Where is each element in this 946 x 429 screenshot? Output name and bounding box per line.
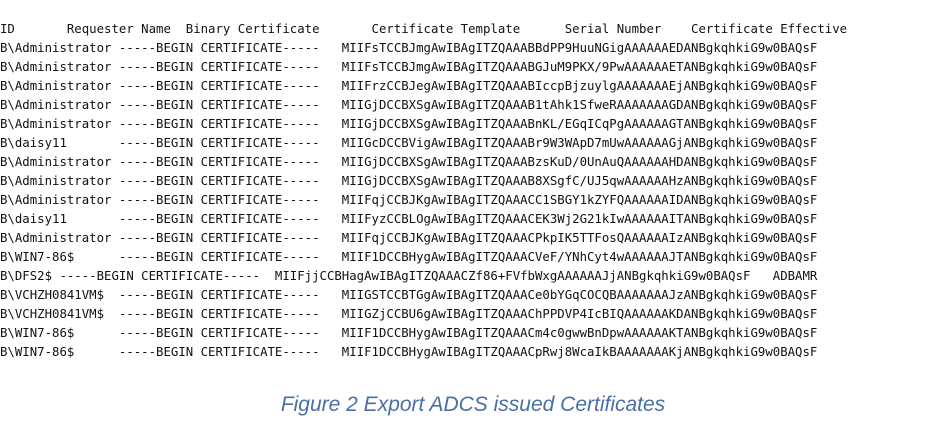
console-row: B\Administrator -----BEGIN CERTIFICATE--… (0, 97, 818, 112)
console-row: B\Administrator -----BEGIN CERTIFICATE--… (0, 154, 818, 169)
console-row: B\VCHZH0841VM$ -----BEGIN CERTIFICATE---… (0, 306, 818, 321)
console-row: B\DFS2$ -----BEGIN CERTIFICATE----- MIIF… (0, 268, 818, 283)
console-output: ID Requester Name Binary Certificate Cer… (0, 21, 848, 359)
console-row: B\daisy11 -----BEGIN CERTIFICATE----- MI… (0, 135, 818, 150)
console-row: B\Administrator -----BEGIN CERTIFICATE--… (0, 116, 818, 131)
console-row: B\VCHZH0841VM$ -----BEGIN CERTIFICATE---… (0, 287, 818, 302)
console-header-line: ID Requester Name Binary Certificate Cer… (0, 21, 848, 36)
console-row: B\Administrator -----BEGIN CERTIFICATE--… (0, 78, 818, 93)
console-row: B\Administrator -----BEGIN CERTIFICATE--… (0, 59, 818, 74)
console-row: B\daisy11 -----BEGIN CERTIFICATE----- MI… (0, 211, 818, 226)
console-row: B\Administrator -----BEGIN CERTIFICATE--… (0, 40, 818, 55)
console-row: B\Administrator -----BEGIN CERTIFICATE--… (0, 192, 818, 207)
console-row: B\Administrator -----BEGIN CERTIFICATE--… (0, 173, 818, 188)
figure-caption: Figure 2 Export ADCS issued Certificates (280, 393, 666, 416)
console-row: B\WIN7-86$ -----BEGIN CERTIFICATE----- M… (0, 325, 818, 340)
console-row: B\WIN7-86$ -----BEGIN CERTIFICATE----- M… (0, 249, 818, 264)
console-row: B\Administrator -----BEGIN CERTIFICATE--… (0, 230, 818, 245)
console-row: B\WIN7-86$ -----BEGIN CERTIFICATE----- M… (0, 344, 818, 359)
